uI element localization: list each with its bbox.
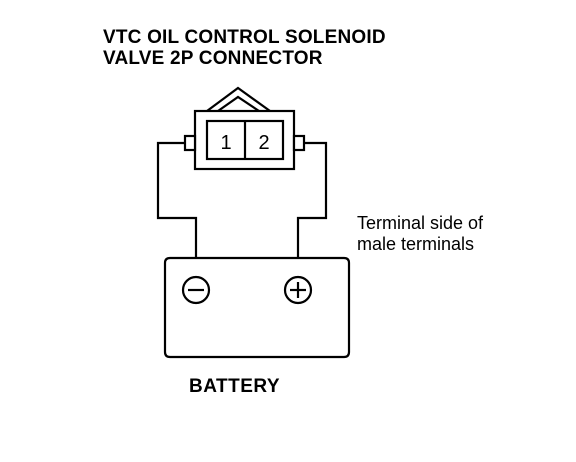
- battery-body: [163, 256, 351, 359]
- wires: [156, 141, 328, 258]
- diagram-title: VTC OIL CONTROL SOLENOID VALVE 2P CONNEC…: [103, 27, 386, 69]
- battery: [163, 256, 351, 359]
- terminal-side-note: Terminal side of male terminals: [357, 213, 483, 255]
- connector-lock-tab-inner: [217, 95, 260, 112]
- wire-positive: [296, 141, 328, 258]
- title-line-2: VALVE 2P CONNECTOR: [103, 48, 323, 69]
- connector-right-ear: [292, 134, 306, 152]
- wire-negative: [156, 141, 198, 258]
- terminal-note-line-1: Terminal side of: [357, 213, 484, 233]
- connector-pin-2: 2: [258, 132, 269, 154]
- battery-label: BATTERY: [189, 376, 281, 397]
- connector-lock-tab: [206, 86, 271, 112]
- connector-2p: [183, 86, 306, 171]
- terminal-note-line-2: male terminals: [357, 234, 475, 254]
- connector-left-ear: [183, 134, 197, 152]
- positive-terminal-icon: [283, 275, 313, 305]
- title-line-1: VTC OIL CONTROL SOLENOID: [103, 27, 386, 48]
- negative-terminal-icon: [181, 275, 211, 305]
- connector-pin-1: 1: [220, 132, 231, 154]
